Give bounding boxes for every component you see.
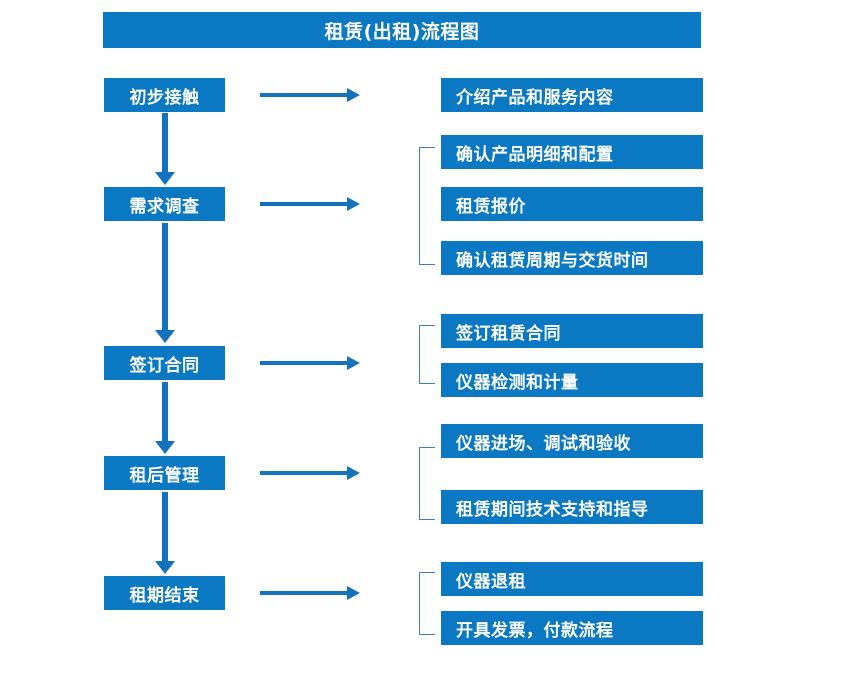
detail-box-confirm-lease-period[interactable]: 确认租赁周期与交货时间 [441, 241, 703, 275]
vertical-arrow-stage3-to-stage4 [155, 382, 175, 454]
horizontal-arrow-stage1 [260, 88, 360, 102]
detail-box-introduce-products[interactable]: 介绍产品和服务内容 [441, 78, 703, 112]
detail-box-confirm-product-details[interactable]: 确认产品明细和配置 [441, 135, 703, 169]
stage-box-initial-contact[interactable]: 初步接触 [104, 78, 225, 112]
diagram-title: 租赁(出租)流程图 [103, 12, 701, 48]
group-bracket-post-rental [419, 447, 435, 520]
horizontal-arrow-stage5 [260, 586, 360, 600]
vertical-arrow-stage1-to-stage2 [155, 113, 175, 185]
group-bracket-demand-survey [419, 147, 435, 265]
detail-box-sign-rental-contract[interactable]: 签订租赁合同 [441, 314, 703, 348]
group-bracket-lease-end [419, 572, 435, 635]
horizontal-arrow-stage2 [260, 197, 360, 211]
vertical-arrow-stage4-to-stage5 [155, 492, 175, 574]
detail-box-invoice-payment[interactable]: 开具发票，付款流程 [441, 611, 703, 645]
horizontal-arrow-stage4 [260, 466, 360, 480]
stage-box-sign-contract[interactable]: 签订合同 [104, 346, 225, 380]
group-bracket-sign-contract [419, 325, 435, 384]
detail-box-instrument-inspection[interactable]: 仪器检测和计量 [441, 363, 703, 397]
detail-box-instrument-entry-commissioning[interactable]: 仪器进场、调试和验收 [441, 424, 703, 458]
stage-box-demand-survey[interactable]: 需求调查 [104, 187, 225, 221]
stage-box-lease-end[interactable]: 租期结束 [104, 576, 225, 610]
detail-box-instrument-return[interactable]: 仪器退租 [441, 562, 703, 596]
detail-box-rental-quotation[interactable]: 租赁报价 [441, 187, 703, 221]
vertical-arrow-stage2-to-stage3 [155, 223, 175, 343]
stage-box-post-rental-management[interactable]: 租后管理 [104, 456, 225, 490]
horizontal-arrow-stage3 [260, 356, 360, 370]
detail-box-technical-support[interactable]: 租赁期间技术支持和指导 [441, 490, 703, 524]
